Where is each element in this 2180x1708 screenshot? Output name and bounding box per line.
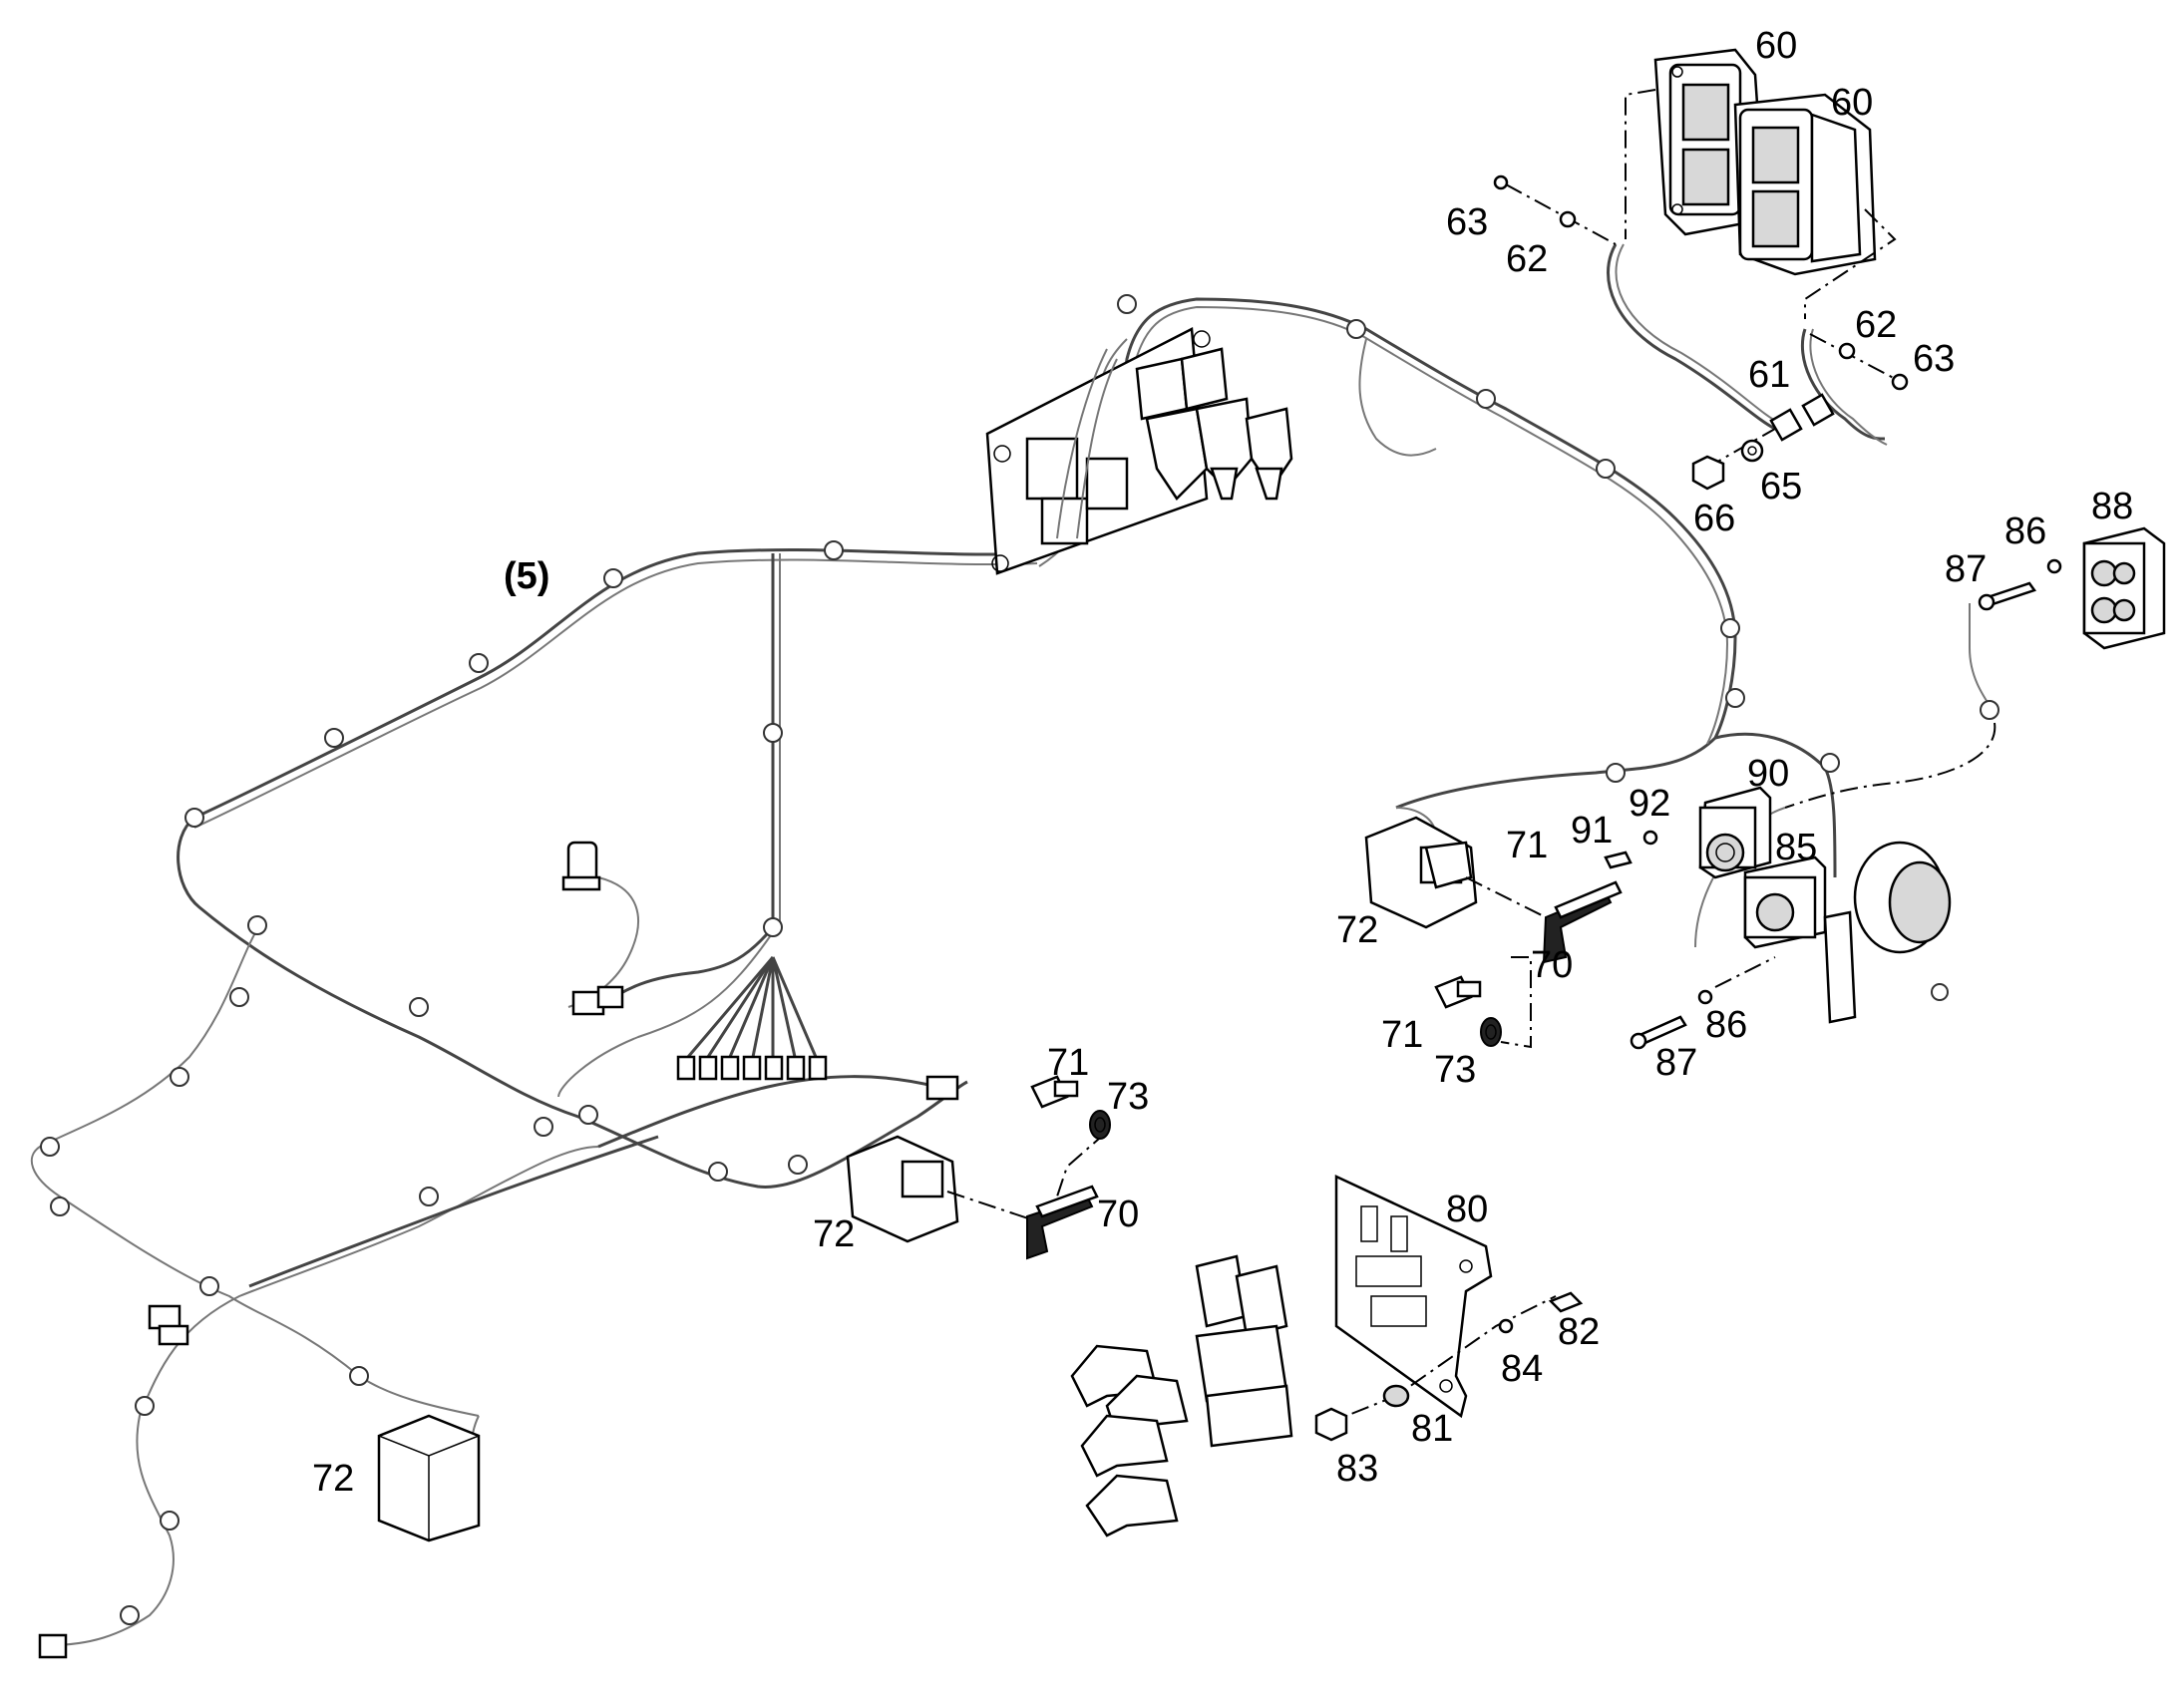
label-91: 91 [1571,810,1613,852]
label-70-b: 70 [1097,1194,1139,1235]
relay-plate-80 [1070,1175,1584,1537]
label-62-b: 62 [1855,304,1897,346]
label-62-a: 62 [1506,238,1548,280]
switch-box-88 [1978,526,2166,650]
label-82: 82 [1558,1311,1600,1353]
central-fuse-panel [985,327,1293,575]
main-harness [30,294,1999,1646]
label-88: 88 [2091,486,2133,527]
label-90: 90 [1747,753,1789,795]
assembly-label: (5) [504,555,549,597]
label-60-a: 60 [1755,25,1797,67]
label-71-a: 71 [1506,825,1548,866]
terminal-connectors [676,1055,828,1081]
relay-72-a [1364,816,1557,929]
label-81: 81 [1411,1408,1453,1450]
label-92: 92 [1629,783,1670,825]
label-73-a: 73 [1107,1076,1149,1118]
callout-labels: (5) 60 60 63 62 62 63 61 65 66 88 86 87 … [312,25,2133,1500]
label-87-a: 87 [1945,548,1987,590]
label-70-a: 70 [1531,944,1573,986]
label-72-c: 72 [312,1458,354,1500]
horn [1823,841,1952,1024]
label-85: 85 [1775,827,1817,868]
label-60-b: 60 [1831,82,1873,124]
relay-72-b [846,1135,1038,1243]
label-80: 80 [1446,1189,1488,1230]
label-71-c: 71 [1381,1014,1423,1056]
label-61: 61 [1748,354,1790,396]
label-86-b: 86 [1705,1004,1747,1046]
label-83: 83 [1336,1448,1378,1490]
label-72-b: 72 [813,1213,855,1255]
label-72-a: 72 [1336,909,1378,951]
relay-72-c [377,1414,481,1542]
label-73-b: 73 [1434,1049,1476,1091]
connector-sockets [1604,786,1827,1050]
label-86-a: 86 [2004,511,2046,552]
label-63-b: 63 [1913,338,1955,380]
sensor-connectors [38,841,959,1659]
ecu-modules [1653,48,1877,276]
label-65: 65 [1760,466,1802,508]
label-87-b: 87 [1655,1042,1697,1084]
harness-clips [40,294,1999,1625]
label-84: 84 [1501,1348,1543,1390]
brackets [1026,880,1623,1260]
ground-straps [1493,89,1909,491]
label-71-b: 71 [1047,1042,1089,1084]
label-66: 66 [1693,498,1735,539]
label-63-a: 63 [1446,201,1488,243]
